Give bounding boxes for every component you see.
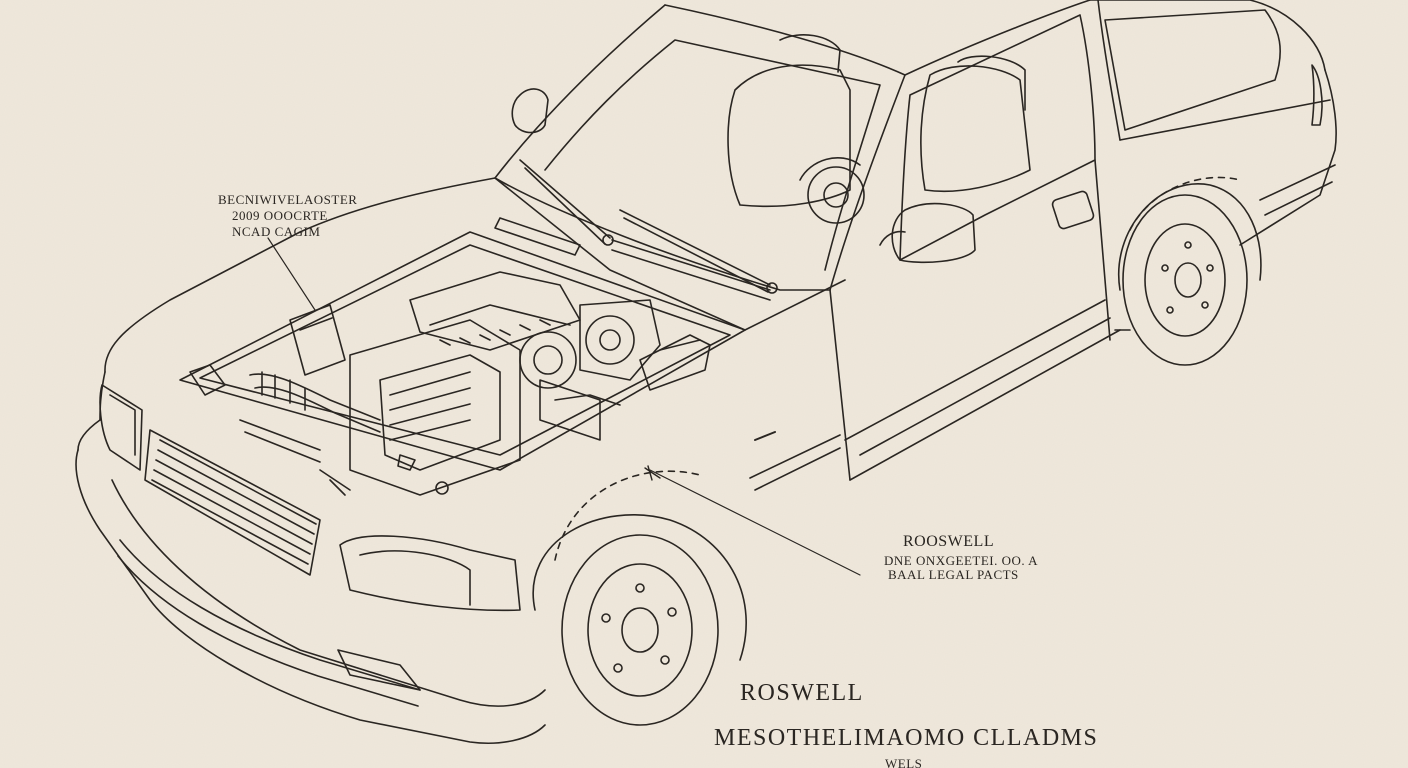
windshield-wipers	[494, 159, 778, 301]
fender-arch	[554, 176, 1241, 561]
engine-bay	[179, 231, 746, 496]
callout-engine-line2: 2009 OOOCRTE	[232, 208, 328, 223]
side-mirror	[511, 88, 976, 264]
callout-engine-line3: NCAD CAGIM	[232, 224, 321, 239]
front-grille	[144, 429, 321, 576]
callout-leaders	[267, 237, 861, 576]
main-title: MESOTHELIMAOMO CLLADMS	[714, 725, 1099, 751]
callout-fender-line2: DNE ONXGEETEI. OO. A	[884, 553, 1039, 568]
callout-engine-line1: BECNIWIVELAOSTER	[218, 192, 358, 207]
callout-fender-line3: BAAL LEGAL PACTS	[888, 567, 1019, 582]
front-wheel	[532, 514, 747, 726]
headlights	[99, 384, 521, 691]
subtitle: WELS	[885, 756, 923, 768]
brand-title: ROSWELL	[740, 680, 864, 706]
car-body-outline	[75, 0, 1337, 745]
rear-wheel	[1117, 183, 1262, 366]
callout-fender-line1: ROOSWELL	[903, 533, 995, 550]
interior-seats	[727, 34, 1031, 224]
